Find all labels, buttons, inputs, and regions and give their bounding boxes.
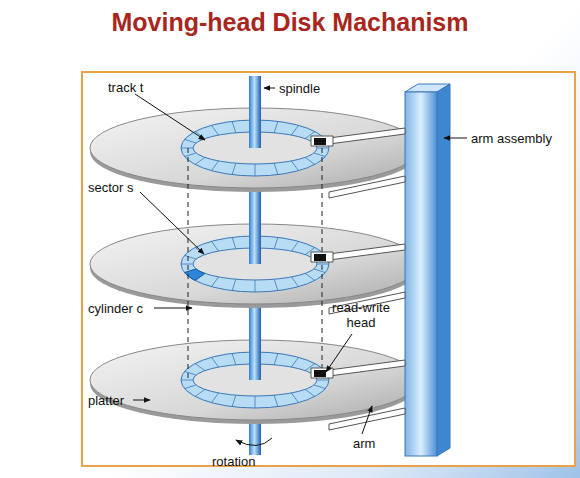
sector-line bbox=[212, 357, 219, 367]
part-label: rotation bbox=[212, 454, 255, 469]
sector-line bbox=[317, 264, 329, 265]
sector-line bbox=[305, 157, 315, 164]
sector-line bbox=[291, 125, 298, 135]
sector-line bbox=[274, 279, 278, 290]
sector-line bbox=[274, 121, 278, 132]
sector-line bbox=[291, 277, 298, 287]
arm-tip bbox=[311, 368, 333, 378]
sector-line bbox=[232, 163, 236, 174]
arm bbox=[329, 244, 405, 260]
sector-line bbox=[274, 353, 278, 364]
arm bbox=[329, 360, 405, 376]
part-label: platter bbox=[88, 393, 124, 408]
read-write-head bbox=[314, 138, 326, 145]
part-label: track t bbox=[108, 80, 143, 95]
sector-line bbox=[314, 269, 325, 273]
sector-line bbox=[212, 277, 219, 287]
sector-line bbox=[255, 396, 256, 408]
sector-line bbox=[305, 389, 315, 396]
sector-line bbox=[195, 364, 205, 371]
sector-line bbox=[212, 241, 219, 251]
sector-line bbox=[195, 157, 205, 164]
title: Moving-head Disk Machanism bbox=[0, 8, 580, 37]
spindle bbox=[249, 76, 261, 148]
sector-line bbox=[305, 273, 315, 280]
sector-line bbox=[317, 380, 329, 381]
sector-line bbox=[181, 380, 193, 381]
sector-line bbox=[255, 164, 256, 176]
arm bbox=[329, 128, 405, 144]
sector-line bbox=[185, 255, 196, 259]
sector-line bbox=[291, 393, 298, 403]
arm-tip bbox=[311, 136, 333, 146]
part-label: arm bbox=[353, 436, 375, 451]
sector-line bbox=[274, 395, 278, 406]
part-label: sector s bbox=[88, 180, 134, 195]
frame bbox=[82, 72, 575, 466]
sector-line bbox=[314, 153, 325, 157]
part-label: arm assembly bbox=[471, 131, 552, 146]
read-write-head bbox=[314, 370, 326, 377]
sector-line bbox=[317, 148, 329, 149]
sector-line bbox=[181, 148, 193, 149]
cylinder-line bbox=[188, 148, 189, 380]
sector-line bbox=[185, 371, 196, 375]
part-label: spindle bbox=[279, 81, 320, 96]
sector-line bbox=[291, 241, 298, 251]
read-write-head bbox=[314, 254, 326, 261]
sector-line bbox=[291, 357, 298, 367]
sector-line bbox=[232, 121, 236, 132]
arm-assembly bbox=[405, 92, 437, 456]
sector-line bbox=[181, 264, 193, 265]
sector-line bbox=[212, 161, 219, 171]
sector-line bbox=[232, 279, 236, 290]
arm-assembly-side bbox=[437, 84, 450, 456]
arm-tip bbox=[311, 252, 333, 262]
sector-line bbox=[232, 237, 236, 248]
sector-line bbox=[212, 125, 219, 135]
part-label: cylinder c bbox=[88, 301, 143, 316]
sector-line bbox=[314, 385, 325, 389]
sector-line bbox=[274, 163, 278, 174]
cylinder-line bbox=[322, 148, 323, 380]
arm bbox=[329, 176, 405, 198]
sector-line bbox=[232, 395, 236, 406]
sector-line bbox=[232, 353, 236, 364]
part-label: read-write head bbox=[330, 300, 392, 330]
sector-line bbox=[185, 153, 196, 157]
sector-line bbox=[255, 280, 256, 292]
sector-line bbox=[195, 389, 205, 396]
sector-line bbox=[291, 161, 298, 171]
sector-line bbox=[212, 393, 219, 403]
sector-line bbox=[185, 385, 196, 389]
sector-line bbox=[185, 139, 196, 143]
leader-lines bbox=[133, 88, 467, 446]
sector-line bbox=[274, 237, 278, 248]
